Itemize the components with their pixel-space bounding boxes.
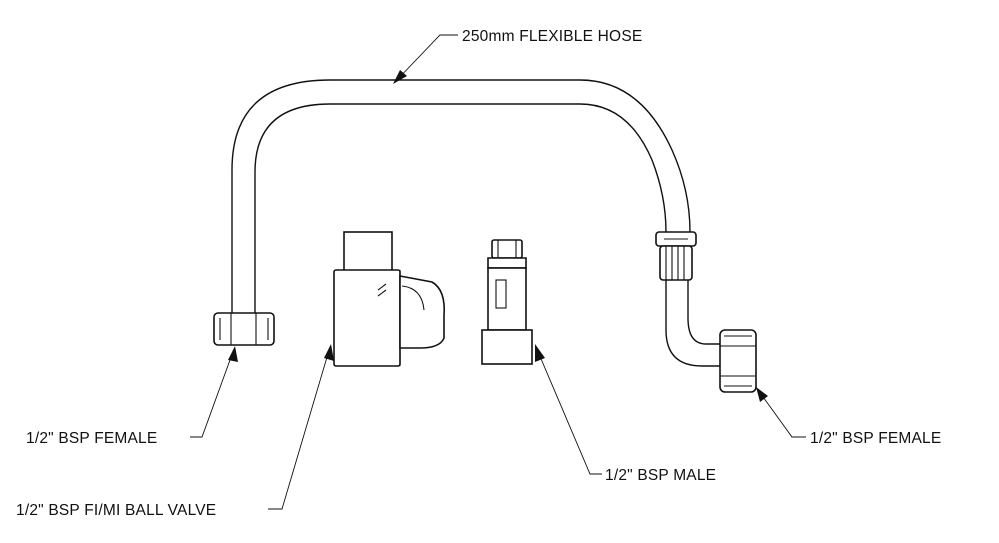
male-adaptor bbox=[481, 239, 533, 365]
male-leader bbox=[535, 344, 602, 475]
right-female-nut bbox=[719, 329, 757, 393]
flexible-hose bbox=[231, 79, 691, 316]
ball-valve bbox=[333, 231, 446, 367]
ball-valve-label: 1/2" BSP FI/MI BALL VALVE bbox=[16, 502, 216, 519]
left-female-nut bbox=[213, 312, 275, 346]
hose-label: 250mm FLEXIBLE HOSE bbox=[462, 28, 642, 45]
left-female-label: 1/2" BSP FEMALE bbox=[26, 430, 157, 447]
ball-valve-leader bbox=[268, 344, 334, 510]
male-label: 1/2" BSP MALE bbox=[605, 467, 716, 484]
left-female-leader bbox=[190, 346, 238, 438]
right-female-leader bbox=[756, 387, 806, 438]
hose-ferrule bbox=[655, 231, 697, 281]
hose-leader bbox=[393, 34, 458, 84]
right-female-label: 1/2" BSP FEMALE bbox=[810, 430, 941, 447]
elbow-pipe bbox=[665, 280, 722, 367]
